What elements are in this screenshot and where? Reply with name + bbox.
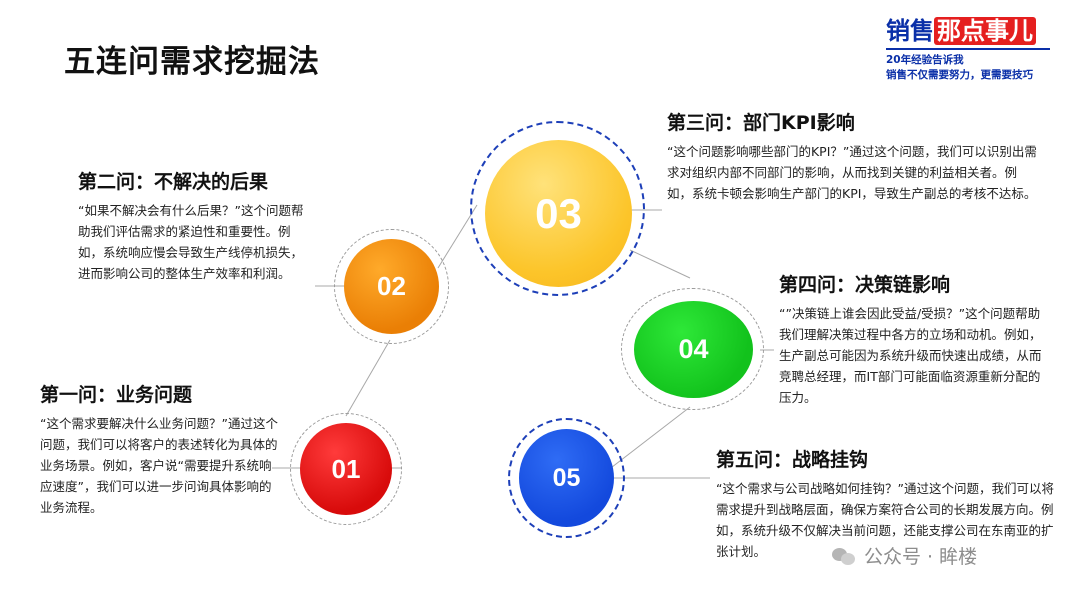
page-title: 五连问需求挖掘法	[64, 44, 320, 80]
question-2-body: “如果不解决会有什么后果？”这个问题帮助我们评估需求的紧迫性和重要性。例如，系统…	[78, 203, 304, 281]
question-3-block: 第三问：部门KPI影响 “这个问题影响哪些部门的KPI？”通过这个问题，我们可以…	[667, 108, 1037, 204]
question-5-heading: 第五问：战略挂钩	[716, 449, 869, 471]
step-03-circle: 03	[485, 140, 632, 287]
question-3-heading: 第三问：部门KPI影响	[667, 112, 855, 134]
ring-02	[334, 229, 449, 344]
wechat-icon	[832, 546, 856, 566]
brand-logo: 销售那点事儿 20年经验告诉我 销售不仅需要努力，更需要技巧	[886, 16, 1056, 83]
ring-03	[470, 121, 645, 296]
brand-name-part1: 销售	[886, 17, 934, 45]
brand-tagline-2: 销售不仅需要努力，更需要技巧	[886, 69, 1033, 81]
brand-name-part2: 那点事儿	[934, 17, 1036, 45]
question-1-heading: 第一问：业务问题	[40, 384, 193, 406]
step-02-circle: 02	[344, 239, 439, 334]
question-3-body: “这个问题影响哪些部门的KPI？”通过这个问题，我们可以识别出需求对组织内部不同…	[667, 144, 1037, 201]
brand-tagline-1: 20年经验告诉我	[886, 54, 964, 66]
question-4-body: “”决策链上谁会因此受益/受损？”这个问题帮助我们理解决策过程中各方的立场和动机…	[779, 306, 1042, 405]
brand-divider	[886, 48, 1050, 50]
question-5-body: “这个需求与公司战略如何挂钩？”通过这个问题，我们可以将需求提升到战略层面，确保…	[716, 481, 1054, 559]
question-4-heading: 第四问：决策链影响	[779, 274, 951, 296]
watermark: 公众号 · 眸楼	[832, 542, 977, 569]
question-2-block: 第二问：不解决的后果 “如果不解决会有什么后果？”这个问题帮助我们评估需求的紧迫…	[78, 167, 310, 284]
brand-name: 销售那点事儿	[886, 16, 1056, 46]
connector-03-04	[629, 249, 691, 279]
step-04-circle: 04	[634, 301, 753, 398]
watermark-text: 公众号 · 眸楼	[864, 546, 978, 568]
question-1-body: “这个需求要解决什么业务问题？”通过这个问题，我们可以将客户的表述转化为具体的业…	[40, 416, 278, 515]
ring-05	[508, 418, 625, 538]
question-4-block: 第四问：决策链影响 “”决策链上谁会因此受益/受损？”这个问题帮助我们理解决策过…	[779, 270, 1049, 408]
step-05-circle: 05	[519, 429, 614, 527]
question-1-block: 第一问：业务问题 “这个需求要解决什么业务问题？”通过这个问题，我们可以将客户的…	[40, 380, 280, 518]
connector-01-02	[345, 339, 391, 417]
question-5-block: 第五问：战略挂钩 “这个需求与公司战略如何挂钩？”通过这个问题，我们可以将需求提…	[716, 445, 1056, 562]
ring-04	[621, 288, 764, 410]
question-2-heading: 第二问：不解决的后果	[78, 171, 269, 193]
ring-01	[290, 413, 402, 525]
step-01-circle: 01	[300, 423, 392, 515]
